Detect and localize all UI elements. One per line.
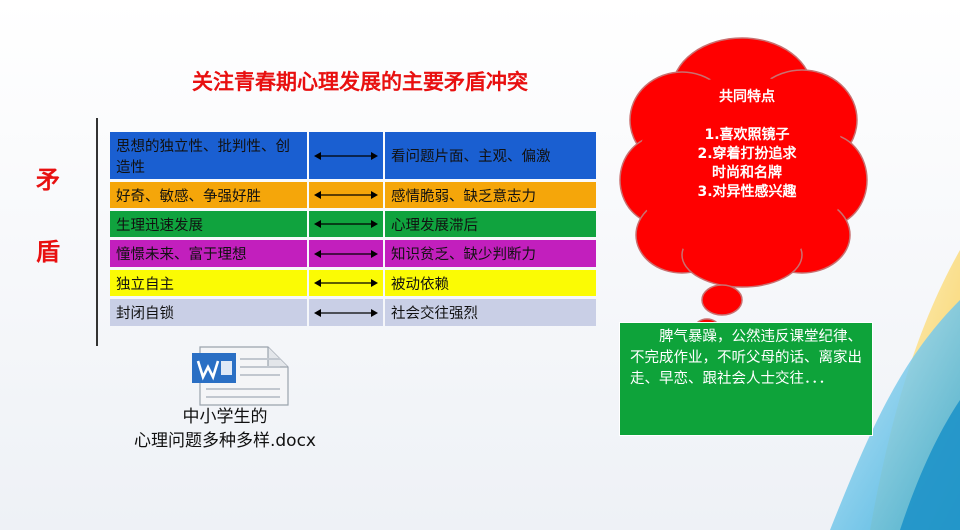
double-arrow [309, 270, 383, 296]
row-right-cell: 看问题片面、主观、偏激 [385, 132, 596, 179]
row-right-cell: 感情脆弱、缺乏意志力 [385, 182, 596, 208]
row-left-cell: 思想的独立性、批判性、创造性 [110, 132, 307, 179]
table-row: 好奇、敏感、争强好胜 感情脆弱、缺乏意志力 [110, 182, 596, 208]
word-document-icon[interactable] [188, 345, 292, 407]
cloud-item: 1.喜欢照镜子 [704, 127, 790, 143]
contradiction-table: 思想的独立性、批判性、创造性 看问题片面、主观、偏激 好奇、敏感、争强好胜 感情… [110, 132, 596, 329]
side-label-dun: 盾 [36, 238, 60, 266]
row-right-cell: 被动依赖 [385, 270, 596, 296]
row-left-cell: 生理迅速发展 [110, 211, 307, 237]
row-left-cell: 好奇、敏感、争强好胜 [110, 182, 307, 208]
table-row: 封闭自锁 社会交往强烈 [110, 299, 596, 326]
cloud-item: 时尚和名牌 [712, 165, 782, 181]
row-right-cell: 知识贫乏、缺少判断力 [385, 240, 596, 267]
divider-line [96, 118, 98, 346]
attachment-filename[interactable]: 中小学生的 心理问题多种多样.docx [110, 405, 340, 453]
row-left-cell: 封闭自锁 [110, 299, 307, 326]
cloud-item: 2.穿着打扮追求 [697, 146, 797, 162]
cloud-item: 3.对异性感兴趣 [697, 184, 797, 200]
table-row: 憧憬未来、富于理想 知识贫乏、缺少判断力 [110, 240, 596, 267]
cloud-heading: 共同特点 [719, 89, 775, 105]
double-arrow [309, 211, 383, 237]
table-row: 生理迅速发展 心理发展滞后 [110, 211, 596, 237]
row-left-cell: 憧憬未来、富于理想 [110, 240, 307, 267]
attachment-name-line2: 心理问题多种多样.docx [133, 431, 316, 451]
thought-cloud [619, 37, 868, 338]
row-right-cell: 心理发展滞后 [385, 211, 596, 237]
slide-title: 关注青春期心理发展的主要矛盾冲突 [192, 70, 528, 94]
double-arrow [309, 240, 383, 267]
attachment-name-line1: 中小学生的 [182, 407, 268, 427]
double-arrow [309, 299, 383, 326]
row-right-cell: 社会交往强烈 [385, 299, 596, 326]
table-row: 独立自主 被动依赖 [110, 270, 596, 296]
double-arrow [309, 182, 383, 208]
row-left-cell: 独立自主 [110, 270, 307, 296]
side-label-mao: 矛 [36, 166, 60, 194]
behavior-note-box: 脾气暴躁，公然违反课堂纪律、不完成作业，不听父母的话、离家出走、早恋、跟社会人士… [619, 322, 873, 436]
table-row: 思想的独立性、批判性、创造性 看问题片面、主观、偏激 [110, 132, 596, 179]
cloud-content: 共同特点 1.喜欢照镜子 2.穿着打扮追求 时尚和名牌 3.对异性感兴趣 [652, 88, 842, 202]
double-arrow [309, 132, 383, 179]
